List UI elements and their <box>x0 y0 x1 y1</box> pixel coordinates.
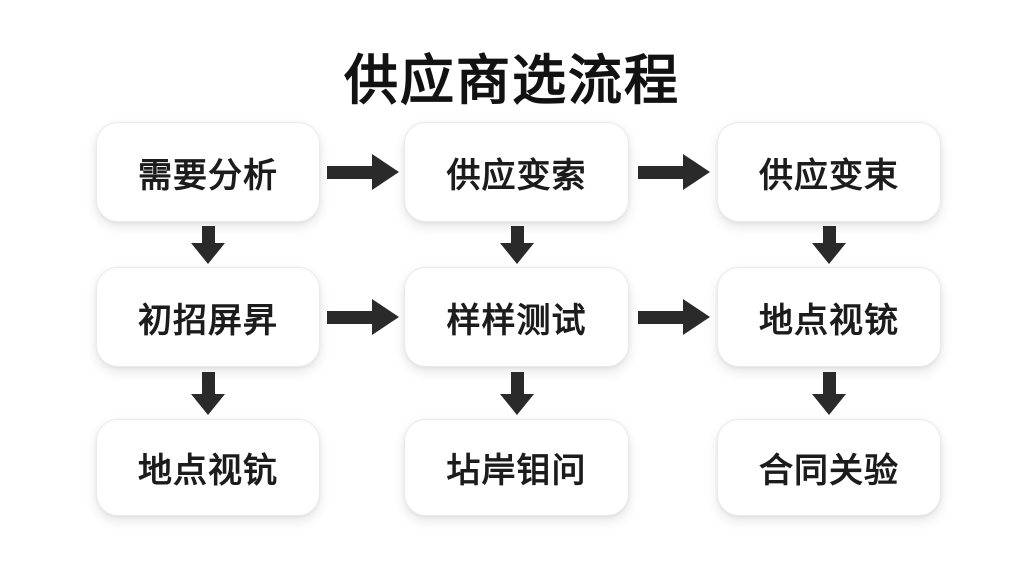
arrow-head <box>683 299 710 335</box>
arrow-head <box>191 394 225 415</box>
arrow-down-icon <box>812 372 846 415</box>
node-sample-testing: 样样测试 <box>404 267 629 367</box>
arrow-shaft <box>822 372 836 394</box>
arrow-shaft <box>638 165 683 179</box>
arrow-down-icon <box>191 226 225 264</box>
node-consultation: 坫岸钼问 <box>404 419 629 516</box>
arrow-head <box>500 394 534 415</box>
node-site-visit-right: 地点视铳 <box>717 267 941 367</box>
arrow-head <box>372 154 399 190</box>
arrow-shaft <box>510 226 524 243</box>
arrow-head <box>372 299 399 335</box>
node-supplier-search: 供应变索 <box>404 122 629 222</box>
arrow-head <box>191 243 225 264</box>
node-supplier-shortlist: 供应变束 <box>717 122 941 222</box>
arrow-head <box>683 154 710 190</box>
node-site-visit-left: 地点视钪 <box>96 419 320 516</box>
arrow-head <box>812 243 846 264</box>
arrow-right-icon <box>327 299 399 335</box>
arrow-shaft <box>327 165 372 179</box>
arrow-right-icon <box>638 154 710 190</box>
page-title: 供应商选流程 <box>344 51 680 111</box>
node-label: 初招屏昇 <box>138 301 278 340</box>
node-initial-screening: 初招屏昇 <box>96 267 320 367</box>
arrow-shaft <box>822 226 836 243</box>
node-label: 供应变束 <box>759 156 899 195</box>
arrow-down-icon <box>500 226 534 264</box>
arrow-right-icon <box>638 299 710 335</box>
node-label: 合同关验 <box>759 452 899 490</box>
arrow-down-icon <box>812 226 846 264</box>
arrow-down-icon <box>191 372 225 415</box>
arrow-head <box>812 394 846 415</box>
arrow-shaft <box>327 310 372 324</box>
node-label: 供应变索 <box>446 156 587 195</box>
node-needs-analysis: 需要分析 <box>96 122 320 222</box>
node-label: 坫岸钼问 <box>446 452 587 490</box>
node-label: 需要分析 <box>138 156 278 195</box>
arrow-shaft <box>201 372 215 394</box>
arrow-down-icon <box>500 372 534 415</box>
arrow-shaft <box>638 310 683 324</box>
arrow-shaft <box>510 372 524 394</box>
node-label: 地点视钪 <box>138 452 278 490</box>
node-contract-check: 合同关验 <box>717 419 941 516</box>
node-label: 样样测试 <box>446 301 587 340</box>
node-label: 地点视铳 <box>759 301 899 340</box>
arrow-right-icon <box>327 154 399 190</box>
arrow-head <box>500 243 534 264</box>
arrow-shaft <box>201 226 215 243</box>
